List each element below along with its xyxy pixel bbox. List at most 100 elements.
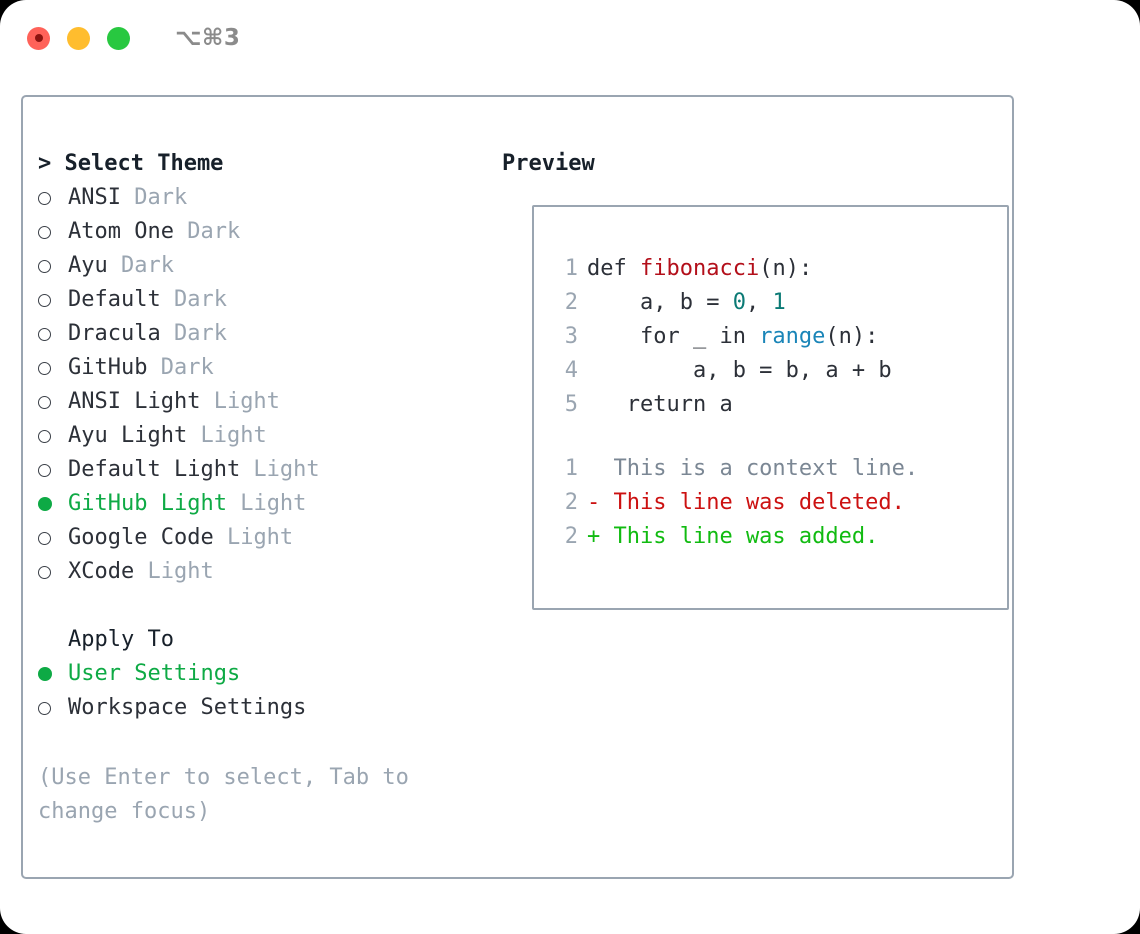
theme-item[interactable]: Default Dark — [38, 283, 488, 317]
theme-item-tag: Light — [240, 457, 320, 482]
code-line-number: 5 — [564, 392, 578, 417]
code-line-number: 3 — [564, 324, 578, 349]
theme-item[interactable]: GitHub Light Light — [38, 487, 488, 521]
radio-mark — [38, 667, 52, 681]
theme-item[interactable]: Dracula Dark — [38, 317, 488, 351]
diff-line-text: - This line was deleted. — [587, 490, 905, 515]
maximize-window-icon[interactable] — [107, 26, 130, 50]
theme-item-tag: Light — [134, 559, 214, 584]
theme-item[interactable]: Google Code Light — [38, 521, 488, 555]
code-token-fn: fibonacci — [639, 256, 760, 281]
radio-unselected-icon[interactable] — [38, 361, 60, 375]
radio-mark — [38, 225, 51, 239]
theme-item-label: Atom One — [68, 219, 174, 244]
radio-unselected-icon[interactable] — [38, 701, 60, 715]
diff-line-number: 2 — [564, 490, 578, 515]
theme-item-label: XCode — [68, 559, 135, 584]
radio-selected-icon[interactable] — [38, 667, 60, 681]
diff-line-text: This is a context line. — [587, 456, 919, 481]
theme-item-tag: Light — [213, 525, 294, 550]
radio-unselected-icon[interactable] — [38, 259, 60, 273]
theme-item-tag: Light — [187, 423, 267, 448]
theme-picker-heading: > Select Theme — [38, 151, 224, 176]
theme-item[interactable]: XCode Light — [38, 555, 488, 589]
code-line-text: a, b = 0, 1 — [578, 286, 786, 320]
theme-item-label: Google Code — [68, 525, 214, 550]
diff-line-context: 1 This is a context line. — [534, 452, 1007, 486]
theme-item-tag: Light — [200, 389, 280, 414]
radio-mark — [38, 565, 51, 579]
code-line: 4 a, b = b, a + b — [534, 354, 1007, 388]
theme-item-tag: Dark — [120, 185, 188, 210]
code-token-call: range — [759, 324, 826, 349]
title-bar: ⌥⌘3 — [0, 0, 1140, 76]
theme-item-label: Default — [68, 287, 161, 312]
code-token-plain: a, b = b, a + b — [587, 358, 892, 383]
radio-unselected-icon[interactable] — [38, 531, 60, 545]
code-token-plain: a, b = — [587, 290, 733, 315]
theme-item[interactable]: Default Light Light — [38, 453, 488, 487]
radio-mark — [38, 429, 51, 443]
theme-item[interactable]: ANSI Dark — [38, 181, 488, 215]
radio-unselected-icon[interactable] — [38, 225, 60, 239]
theme-item[interactable]: Atom One Dark — [38, 215, 488, 249]
code-token-plain: , — [745, 290, 773, 315]
radio-unselected-icon[interactable] — [38, 565, 60, 579]
theme-item-label: Ayu — [68, 253, 108, 278]
theme-item[interactable]: GitHub Dark — [38, 351, 488, 385]
code-line-text: a, b = b, a + b — [578, 354, 892, 388]
theme-item-tag: Light — [226, 491, 307, 516]
diff-line-del: 2 - This line was deleted. — [534, 486, 1007, 520]
theme-item[interactable]: Ayu Dark — [38, 249, 488, 283]
diff-line-number: 1 — [564, 456, 578, 481]
radio-mark — [38, 701, 51, 715]
radio-unselected-icon[interactable] — [38, 463, 60, 477]
diff-line-number: 2 — [564, 524, 578, 549]
diff-line-text: + This line was added. — [587, 524, 879, 549]
radio-mark — [38, 361, 51, 375]
code-token-plain: return a — [587, 392, 733, 417]
radio-mark — [38, 497, 52, 511]
radio-unselected-icon[interactable] — [38, 293, 60, 307]
traffic-light-group — [27, 26, 130, 50]
theme-item-tag: Dark — [160, 321, 227, 346]
minimize-window-icon[interactable] — [67, 26, 90, 50]
close-window-icon[interactable] — [27, 26, 50, 50]
code-token-num: 1 — [772, 290, 786, 315]
theme-item-label: ANSI — [68, 185, 121, 210]
radio-mark — [38, 293, 51, 307]
code-line: 3 for _ in range(n): — [534, 320, 1007, 354]
radio-selected-icon[interactable] — [38, 497, 60, 511]
theme-item-label: Dracula — [68, 321, 161, 346]
radio-unselected-icon[interactable] — [38, 327, 60, 341]
radio-unselected-icon[interactable] — [38, 429, 60, 443]
radio-unselected-icon[interactable] — [38, 395, 60, 409]
apply-to-item[interactable]: User Settings — [38, 657, 488, 691]
code-line-text: return a — [578, 388, 733, 422]
keyboard-hint-text: (Use Enter to select, Tab to change focu… — [38, 765, 423, 824]
theme-item-label: GitHub Light — [68, 491, 227, 516]
theme-item[interactable]: ANSI Light Light — [38, 385, 488, 419]
radio-mark — [38, 463, 51, 477]
code-line-number: 2 — [564, 290, 578, 315]
code-token-plain: def — [587, 256, 640, 281]
theme-item-label: GitHub — [68, 355, 148, 380]
radio-unselected-icon[interactable] — [38, 191, 60, 205]
list-spacer — [38, 589, 488, 623]
keyboard-shortcut-label: ⌥⌘3 — [175, 25, 241, 51]
radio-mark — [38, 259, 51, 273]
apply-to-item[interactable]: Workspace Settings — [38, 691, 488, 725]
theme-item-tag: Dark — [173, 219, 241, 244]
code-line-number: 1 — [564, 256, 578, 281]
code-line-text: def fibonacci(n): — [578, 252, 812, 286]
apply-to-item-label: User Settings — [68, 661, 241, 686]
radio-mark — [38, 191, 51, 205]
theme-item[interactable]: Ayu Light Light — [38, 419, 488, 453]
